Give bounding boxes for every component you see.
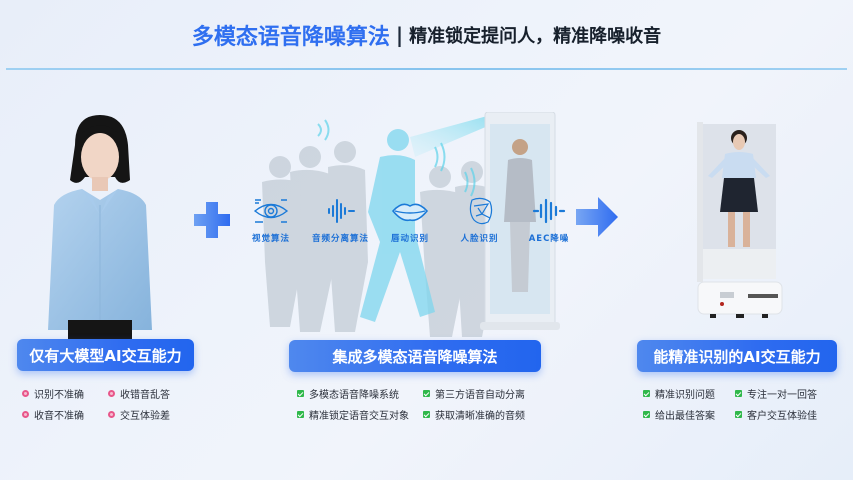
list-item: 给出最佳答案 xyxy=(643,407,715,422)
list-item: 收错音乱答 xyxy=(108,386,170,401)
algorithm-aec: AEC降噪 xyxy=(518,196,580,244)
avatar-woman-image xyxy=(20,105,180,340)
right-feature-list: 精准识别问题 专注一对一回答 给出最佳答案 客户交互体验佳 xyxy=(643,386,817,422)
list-item: 第三方语音自动分离 xyxy=(423,386,525,401)
crowd-kiosk-scene xyxy=(240,111,580,340)
algorithm-row: 视觉算法 音频分离算法 唇动识别 人脸识别 xyxy=(240,196,580,256)
green-check-icon xyxy=(643,390,650,397)
pink-dot-icon xyxy=(22,390,29,397)
capability-button-llm-only[interactable]: 仅有大模型AI交互能力 xyxy=(17,339,194,371)
header: 多模态语音降噪算法 | 精准锁定提问人，精准降噪收音 xyxy=(0,0,853,70)
green-check-icon xyxy=(423,411,430,418)
green-check-icon xyxy=(297,390,304,397)
capability-button-integrated-algorithm[interactable]: 集成多模态语音降噪算法 xyxy=(289,340,541,372)
list-item: 获取清晰准确的音频 xyxy=(423,407,525,422)
eye-icon xyxy=(253,199,289,223)
pink-dot-icon xyxy=(108,390,115,397)
left-feature-list: 识别不准确 收错音乱答 收音不准确 交互体验差 xyxy=(22,386,170,422)
list-item: 识别不准确 xyxy=(22,386,84,401)
page-subtitle: 精准锁定提问人，精准降噪收音 xyxy=(409,26,662,47)
capability-button-accurate-ai[interactable]: 能精准识别的AI交互能力 xyxy=(637,340,837,372)
algorithm-face-recognition: 人脸识别 xyxy=(449,196,511,244)
pink-dot-icon xyxy=(22,411,29,418)
title-separator: | xyxy=(395,23,404,47)
list-item: 专注一对一回答 xyxy=(735,386,817,401)
green-check-icon xyxy=(297,411,304,418)
list-item: 精准锁定语音交互对象 xyxy=(297,407,409,422)
green-check-icon xyxy=(735,411,742,418)
algorithm-audio-separation: 音频分离算法 xyxy=(310,196,372,244)
green-check-icon xyxy=(735,390,742,397)
middle-feature-list: 多模态语音降噪系统 第三方语音自动分离 精准锁定语音交互对象 获取清晰准确的音频 xyxy=(297,386,525,422)
algorithm-visual: 视觉算法 xyxy=(240,196,302,244)
list-item: 收音不准确 xyxy=(22,407,84,422)
algorithm-lip-reading: 唇动识别 xyxy=(379,196,441,244)
pink-dot-icon xyxy=(108,411,115,418)
list-item: 客户交互体验佳 xyxy=(735,407,817,422)
green-check-icon xyxy=(423,390,430,397)
green-check-icon xyxy=(643,411,650,418)
aec-wave-icon xyxy=(532,198,566,224)
robot-digital-human-image xyxy=(690,122,790,327)
lips-icon xyxy=(391,203,429,222)
page-title: 多模态语音降噪算法 xyxy=(191,25,390,50)
list-item: 多模态语音降噪系统 xyxy=(297,386,409,401)
list-item: 精准识别问题 xyxy=(643,386,715,401)
header-divider xyxy=(6,68,847,70)
plus-icon xyxy=(194,202,230,238)
face-recognition-icon xyxy=(469,197,492,225)
right-arrow-icon xyxy=(576,197,618,237)
list-item: 交互体验差 xyxy=(108,407,170,422)
sound-wave-icon xyxy=(327,199,355,223)
